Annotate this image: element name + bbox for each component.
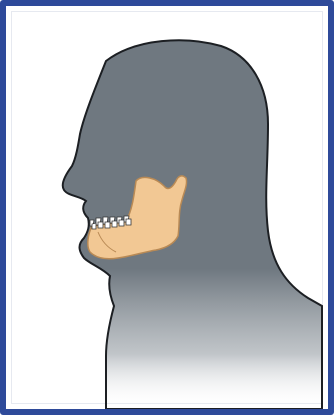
head-profile-illustration — [6, 6, 328, 409]
